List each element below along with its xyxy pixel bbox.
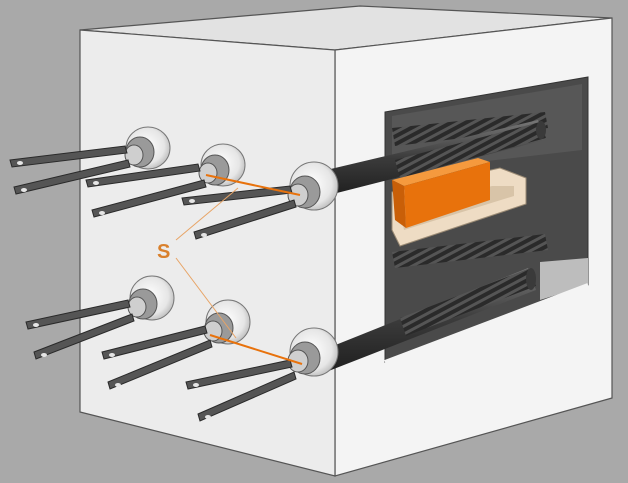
strip-hole [99, 211, 105, 215]
strip [185, 359, 293, 390]
cavity-lip [384, 283, 589, 364]
lower-rod-end [526, 268, 536, 290]
strip [101, 325, 208, 360]
strip-hole [33, 323, 39, 327]
strip-hole [193, 383, 199, 387]
strip [25, 299, 131, 330]
strip-hole [41, 353, 47, 357]
strip [33, 313, 135, 360]
upper-spacing-line [205, 174, 301, 196]
lower-back-thread [392, 234, 548, 268]
anchor-head-upper-right [287, 161, 339, 211]
bearing-assembly [391, 158, 527, 247]
strip-hole [205, 415, 211, 419]
strip-hole [21, 188, 27, 192]
lower-leader-line [175, 257, 237, 339]
anchor-head-upper-left [124, 126, 171, 170]
spacing-dimensions [205, 174, 303, 365]
label-leaders [175, 187, 239, 339]
strip-hole [189, 199, 195, 203]
orange-plate-side [392, 180, 406, 228]
strip-hole [201, 233, 207, 237]
lower-anchor-rod [318, 234, 548, 372]
strip-hole [17, 161, 23, 165]
strip-hole [115, 383, 121, 387]
strip-hole [93, 181, 99, 185]
strip [91, 179, 207, 218]
strip [85, 163, 201, 188]
cavity-floor-edge [540, 258, 588, 300]
orange-plate-top [392, 158, 490, 186]
upper-leader-line [175, 187, 239, 241]
orange-plate-front [404, 162, 490, 228]
anchor-strips [9, 145, 297, 422]
strip [107, 339, 213, 390]
spacing-label: S [157, 241, 170, 263]
hub [124, 144, 144, 166]
hub [198, 162, 218, 184]
upper-rod-thread [395, 122, 546, 178]
strip [193, 199, 297, 240]
upper-rod-end [536, 121, 546, 139]
lower-spacing-line [209, 334, 303, 365]
upper-back-thread [392, 112, 548, 146]
strip [13, 159, 131, 195]
block-front-face [79, 29, 336, 477]
strip [197, 371, 297, 422]
strip-holes [17, 161, 211, 419]
upper-anchor-rod [318, 112, 548, 196]
strip-hole [109, 353, 115, 357]
strip [9, 145, 128, 168]
anchor-head-lower-left [127, 275, 175, 321]
lower-rod-thread [400, 268, 536, 336]
